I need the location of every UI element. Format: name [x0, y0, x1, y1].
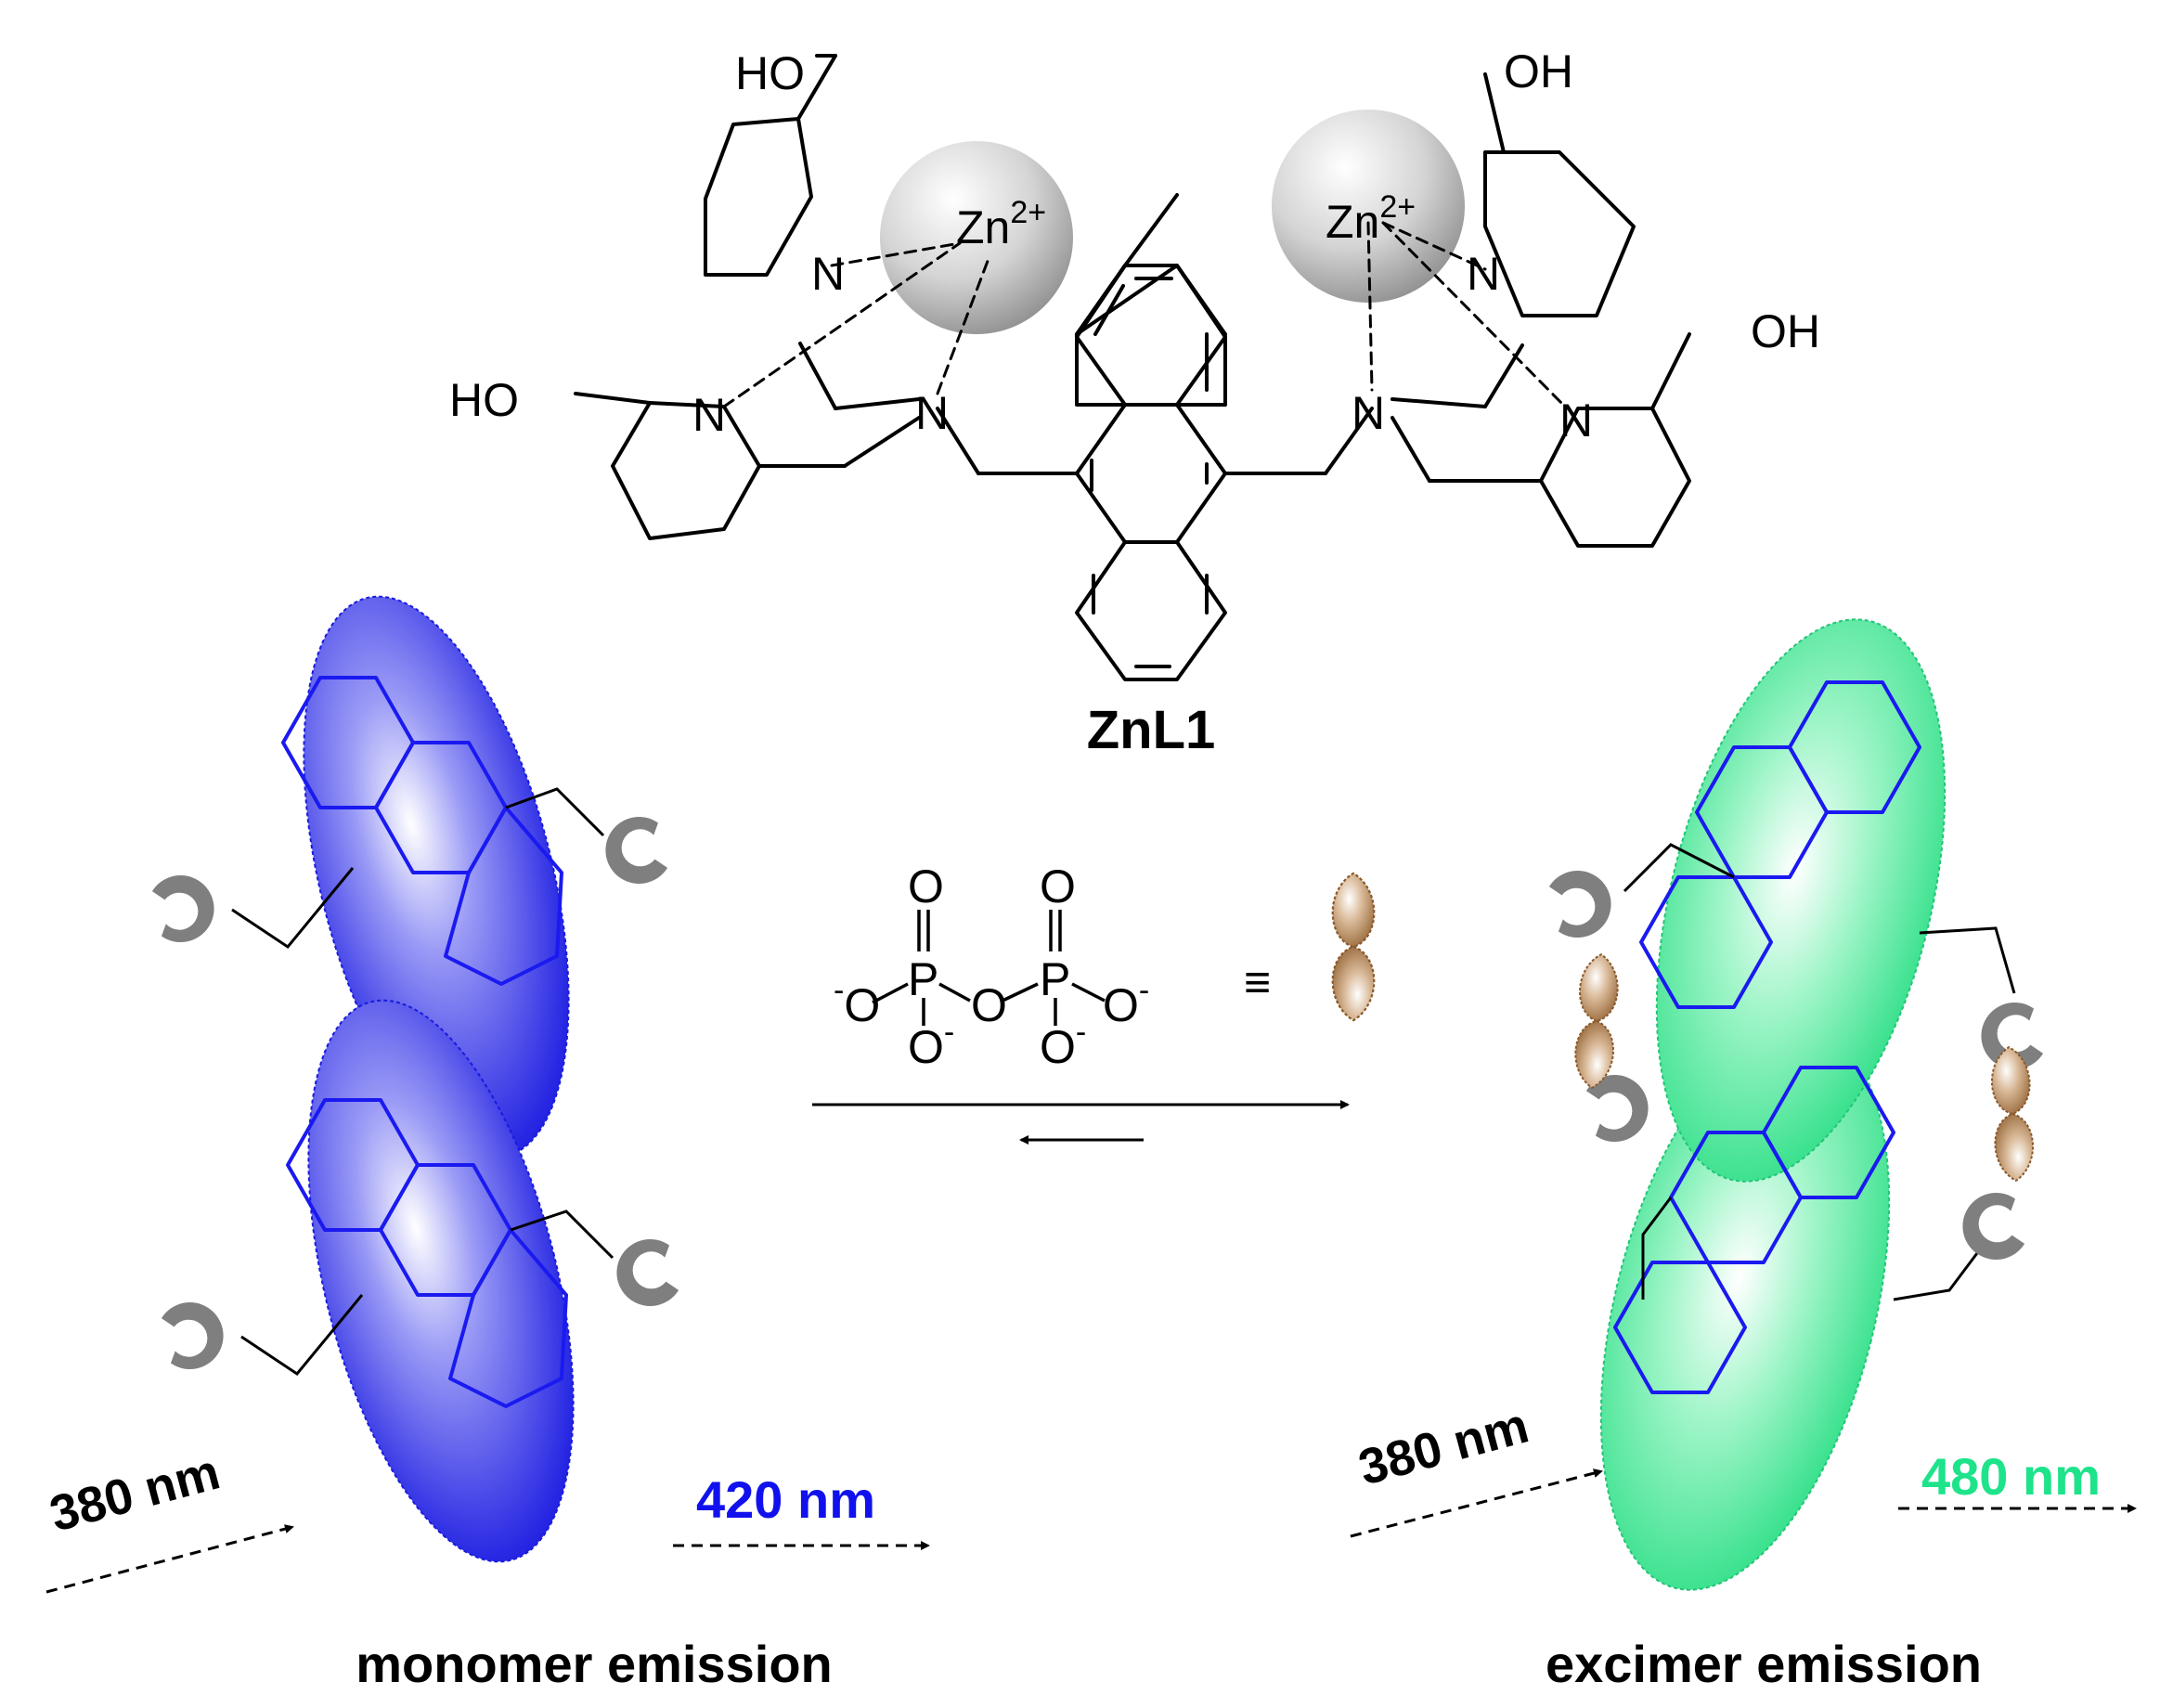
zinc-label-right: Zn2+: [1326, 189, 1416, 248]
monomer-unit-bottom: [148, 999, 692, 1563]
oxygen-anion-right: O-: [1103, 973, 1149, 1031]
zinc-sphere-right: [1272, 110, 1465, 303]
pyrophosphate-equilibrium: P P O O O -O O- O- O- ≡: [812, 860, 1375, 1145]
receptor-top-right: [596, 807, 681, 893]
zinc-sphere-left: [880, 141, 1073, 334]
oxygen-anion-bottom-2: O-: [1040, 1015, 1086, 1073]
znl1-atom-labels: Zn2+ Zn2+ HO OH HO OH N N N N N N ZnL1: [449, 45, 1820, 760]
anthracene-core: [1075, 193, 1227, 681]
nitrogen-pyridine-lower-left: N: [692, 389, 726, 441]
excimer-caption: excimer emission: [1546, 1635, 1982, 1693]
receptor-bottom-left: [148, 1293, 233, 1379]
hydroxyl-top-left: HO: [735, 47, 805, 99]
pyrophosphate-atoms: P P O O O -O O- O- O-: [834, 860, 1149, 1073]
pyrophosphate-structure: [872, 910, 1106, 1026]
monomer-assembly: 380 nm 420 nm monomer emission: [45, 595, 930, 1693]
emission-label-excimer: 480 nm: [1921, 1447, 2101, 1506]
hydroxyl-top-right: OH: [1504, 45, 1573, 97]
nitrogen-pyridine-upper-left: N: [811, 248, 845, 300]
complex-label: ZnL1: [1087, 700, 1216, 760]
nitrogen-amine-right: N: [1352, 387, 1385, 439]
oxygen-double-2: O: [1040, 860, 1076, 912]
znl1-structure: [574, 54, 1691, 681]
phosphorus-1: P: [908, 953, 938, 1005]
receptor-excimer-4: [1953, 1183, 2038, 1269]
zinc-label-left: Zn2+: [956, 195, 1046, 253]
equivalence-symbol: ≡: [1244, 956, 1271, 1008]
coordination-bonds: [722, 221, 1569, 410]
hydroxyl-right: OH: [1751, 305, 1820, 357]
hydroxyl-left: HO: [449, 374, 519, 426]
excitation-label-excimer: 380 nm: [1353, 1397, 1534, 1495]
emission-label-monomer: 420 nm: [696, 1470, 875, 1529]
bound-pyrophosphate-left: [1573, 953, 1620, 1089]
oxygen-double-1: O: [908, 860, 944, 912]
monomer-caption: monomer emission: [356, 1635, 832, 1693]
pyrophosphate-icon: [1333, 873, 1375, 1020]
nitrogen-amine-left: N: [915, 387, 949, 439]
excitation-arrow-monomer: [45, 1524, 294, 1594]
excimer-assembly: 380 nm 480 nm excimer emission: [1350, 618, 2137, 1693]
excitation-label-monomer: 380 nm: [45, 1443, 226, 1542]
oxygen-anion-bottom-1: O-: [908, 1015, 954, 1073]
receptor-excimer-1: [1535, 861, 1621, 948]
left-dpa-arm: [574, 54, 1079, 540]
nitrogen-pyridine-upper-right: N: [1467, 248, 1500, 300]
oxygen-anion-left: -O: [834, 973, 880, 1031]
oxygen-bridge: O: [971, 979, 1007, 1031]
excimer-anthracenes: [1613, 680, 1921, 1394]
nitrogen-pyridine-lower-right: N: [1559, 395, 1593, 446]
right-dpa-arm: [1223, 72, 1691, 548]
receptor-top-left: [138, 866, 224, 952]
phosphorus-2: P: [1040, 953, 1070, 1005]
excitation-arrow-excimer: [1350, 1469, 1603, 1538]
receptor-bottom-right: [607, 1229, 692, 1315]
